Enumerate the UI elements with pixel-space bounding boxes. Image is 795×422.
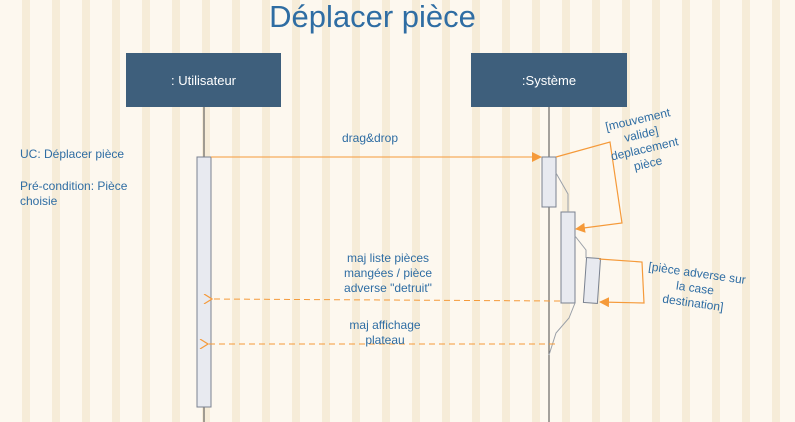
- activation-system-1: [541, 156, 557, 208]
- activation-system-2: [560, 211, 576, 304]
- message-maj-liste-arrow: [212, 299, 561, 301]
- activation-connector-2: [574, 235, 587, 258]
- activation-connector-3: [548, 302, 576, 356]
- message-maj-affichage-line2: plateau: [365, 333, 405, 347]
- diagram-title: Déplacer pièce: [269, 0, 476, 34]
- lifeline-system-label: :Système: [521, 72, 577, 88]
- note-use-case: UC: Déplacer pièce: [20, 147, 125, 161]
- self-message-piece-adverse-arrow: [598, 258, 645, 308]
- note-precondition-line2: choisie: [20, 194, 58, 208]
- message-maj-affichage-label: maj affichage plateau: [325, 318, 445, 348]
- lifeline-user-label: : Utilisateur: [170, 72, 237, 88]
- message-drag-label: drag&drop: [341, 131, 399, 145]
- message-maj-affichage-line1: maj affichage: [349, 318, 421, 332]
- message-maj-liste-line2: mangées / pièce: [343, 266, 433, 280]
- lifeline-user-box: : Utilisateur: [126, 53, 281, 107]
- activation-system-3: [582, 257, 602, 304]
- message-maj-liste-line1: maj liste pièces: [346, 251, 430, 265]
- self-message-mouvement-arrow: [555, 141, 623, 233]
- activation-user: [196, 156, 212, 408]
- activation-connector-1: [555, 172, 569, 212]
- message-maj-liste-line3: adverse "detruit": [344, 281, 432, 295]
- lifeline-system-box: :Système: [471, 53, 627, 107]
- note-precondition-line1: Pré-condition: Pièce: [20, 179, 128, 193]
- message-maj-liste-label: maj liste pièces mangées / pièce adverse…: [318, 251, 458, 296]
